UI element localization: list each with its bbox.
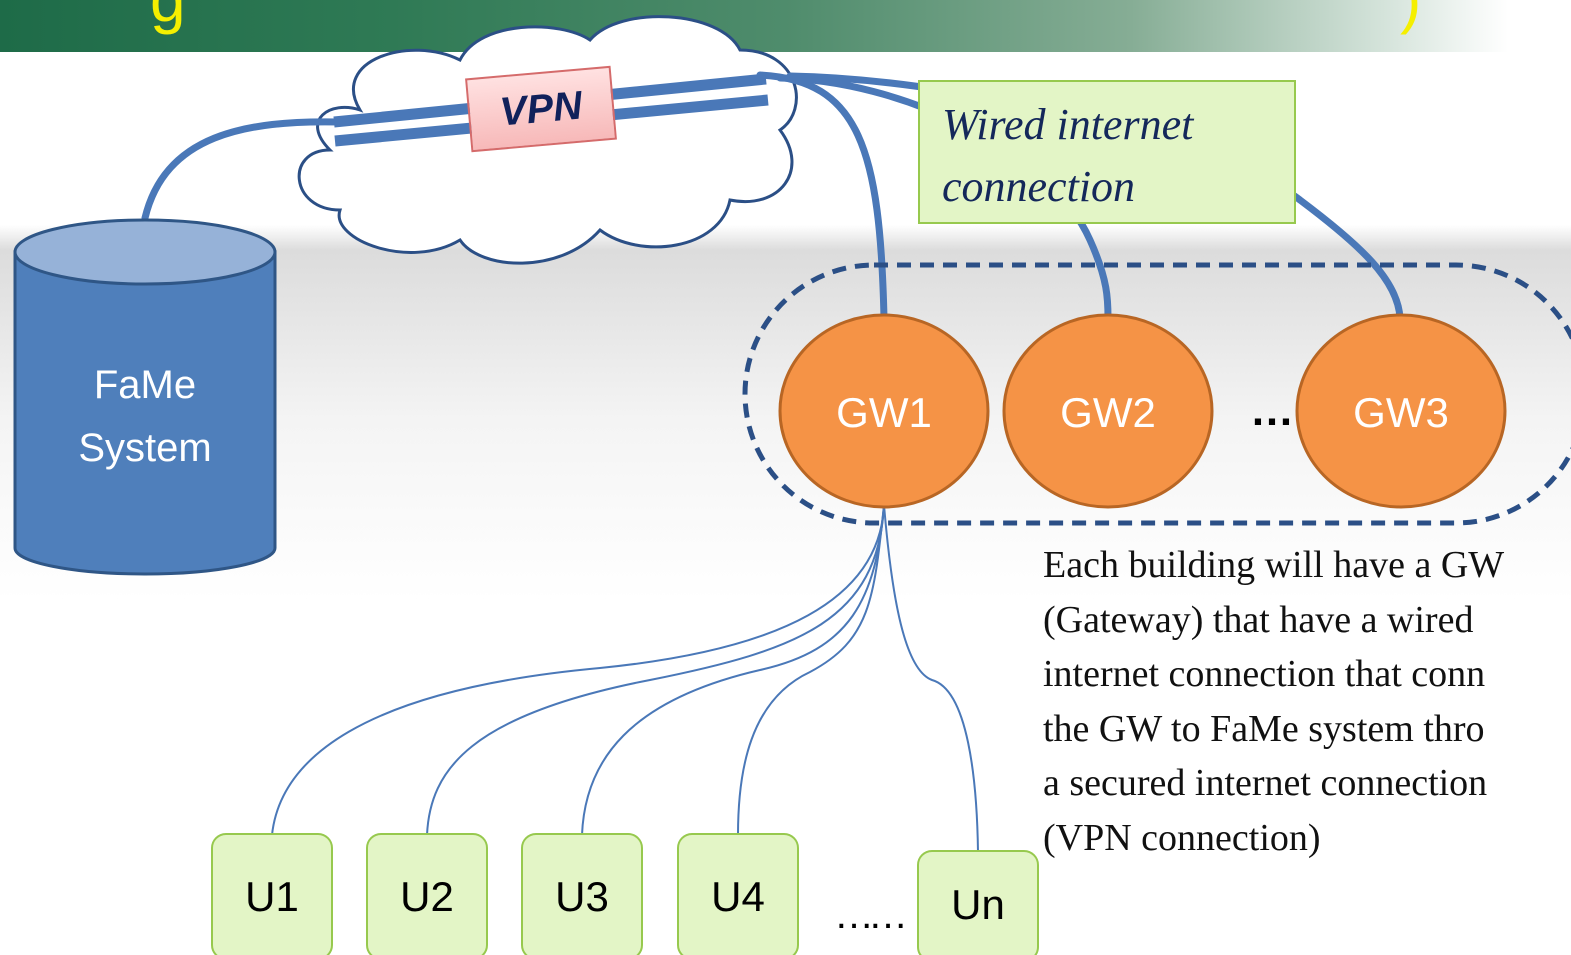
user-label: U4 bbox=[711, 873, 765, 920]
title-banner: g ) bbox=[0, 0, 1571, 52]
description-text: Each building will have a GW (Gateway) t… bbox=[1043, 544, 1505, 859]
vpn-label: VPN bbox=[498, 83, 584, 135]
user-label: U3 bbox=[555, 873, 609, 920]
gateway-ellipsis: … bbox=[1250, 386, 1294, 435]
gateway-label: GW1 bbox=[836, 389, 932, 436]
vpn-label-box: VPN bbox=[465, 65, 617, 153]
user-u1: U1 bbox=[211, 833, 333, 955]
gw1-to-u4-link bbox=[737, 504, 885, 836]
gateway-gw3: GW3 bbox=[1295, 313, 1507, 509]
gw1-to-un-link bbox=[883, 504, 979, 853]
user-label: U2 bbox=[400, 873, 454, 920]
gateway-label: GW2 bbox=[1060, 389, 1156, 436]
database-label-line2: System bbox=[78, 426, 211, 470]
gateway-gw2: GW2 bbox=[1002, 313, 1214, 509]
banner-title-fragment: g bbox=[150, 0, 186, 36]
gw1-to-u1-link bbox=[271, 504, 885, 836]
db-to-cloud-link bbox=[141, 118, 344, 222]
gateway-group bbox=[742, 262, 1571, 526]
banner-title-tail: ) bbox=[1400, 0, 1421, 36]
wired-connection-label-box: Wired internet connection bbox=[918, 80, 1296, 224]
user-label: U1 bbox=[245, 873, 299, 920]
fame-database: FaMe System bbox=[13, 218, 277, 576]
gw1-to-u2-link bbox=[426, 504, 885, 836]
gateway-gw1: GW1 bbox=[778, 313, 990, 509]
user-label: Un bbox=[951, 881, 1005, 928]
user-u2: U2 bbox=[366, 833, 488, 955]
user-u4: U4 bbox=[677, 833, 799, 955]
user-u3: U3 bbox=[521, 833, 643, 955]
wired-label-line1: Wired internet bbox=[942, 100, 1194, 149]
database-label-line1: FaMe bbox=[94, 363, 196, 407]
wired-label-line2: connection bbox=[942, 162, 1136, 211]
users-ellipsis: …… bbox=[834, 893, 903, 937]
user-links bbox=[271, 504, 979, 853]
gw1-to-u3-link bbox=[581, 504, 885, 836]
gateway-label: GW3 bbox=[1353, 389, 1449, 436]
user-un: Un bbox=[917, 850, 1039, 955]
